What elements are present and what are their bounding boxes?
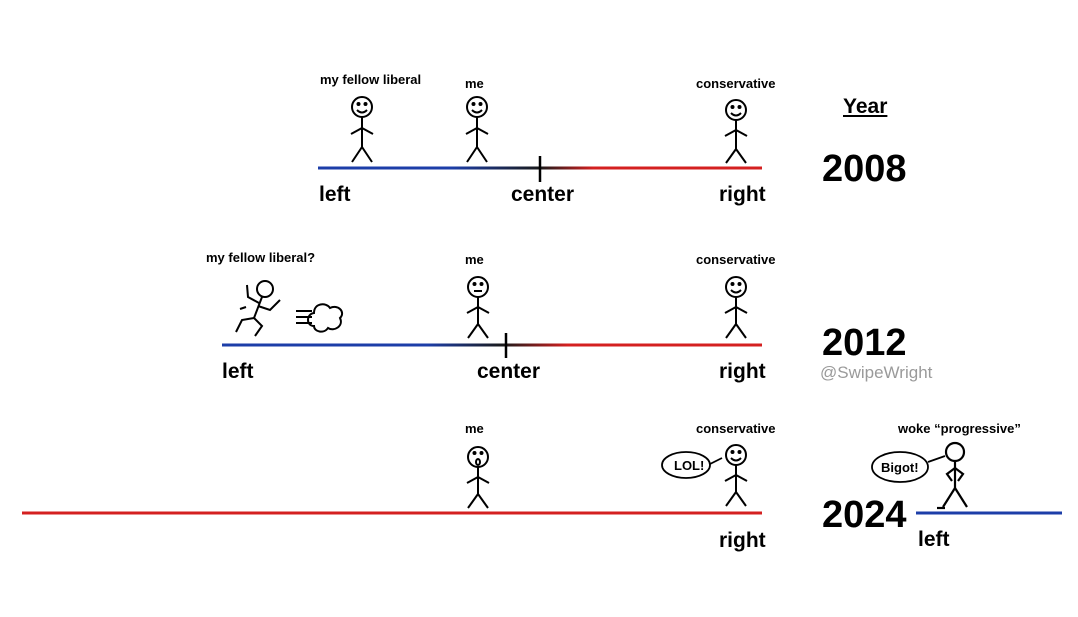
watermark: @SwipeWright	[820, 363, 933, 382]
stick-figure-me-2012	[466, 276, 490, 339]
label-fellow-liberal-2008: my fellow liberal	[320, 72, 422, 87]
dust-cloud-icon	[296, 303, 344, 333]
stick-figure-progressive-2024	[937, 441, 968, 510]
stick-figure-conservative-2012	[724, 276, 748, 339]
speech-bubble-lol	[661, 451, 723, 479]
axis-right-2008: right	[719, 183, 766, 206]
label-me-2024: me	[465, 421, 484, 436]
year-2024: 2024	[822, 494, 907, 536]
stick-figure-me-2008	[465, 96, 489, 163]
speech-bubble-bigot	[871, 451, 946, 483]
axis-right-2024: right	[719, 529, 766, 552]
axis-left-2008: left	[319, 183, 351, 206]
bubble-text-bigot: Bigot!	[881, 460, 919, 475]
stick-figure-me-2024	[466, 446, 490, 509]
axis-right-2012: right	[719, 360, 766, 383]
stick-figure-fellow-liberal-2008	[350, 96, 374, 163]
bubble-text-lol: LOL!	[674, 458, 705, 473]
label-progressive-2024: woke “progressive”	[898, 421, 1021, 436]
label-conservative-2012: conservative	[696, 252, 776, 267]
label-conservative-2008: conservative	[696, 76, 776, 91]
axis-left-2012: left	[222, 360, 254, 383]
stick-figure-conservative-2024	[724, 444, 748, 507]
year-2008: 2008	[822, 148, 907, 190]
axis-center-2008: center	[511, 183, 575, 206]
axis-left-2024: left	[918, 528, 950, 551]
label-me-2012: me	[465, 252, 484, 267]
label-fellow-liberal-2012: my fellow liberal?	[206, 250, 316, 265]
year-2012: 2012	[822, 322, 907, 364]
running-figure-fellow-liberal-2012	[235, 280, 281, 337]
axis-center-2012: center	[477, 360, 541, 383]
stick-figure-conservative-2008	[724, 99, 748, 164]
label-conservative-2024: conservative	[696, 421, 776, 436]
label-me-2008: me	[465, 76, 484, 91]
year-heading: Year	[843, 95, 888, 118]
